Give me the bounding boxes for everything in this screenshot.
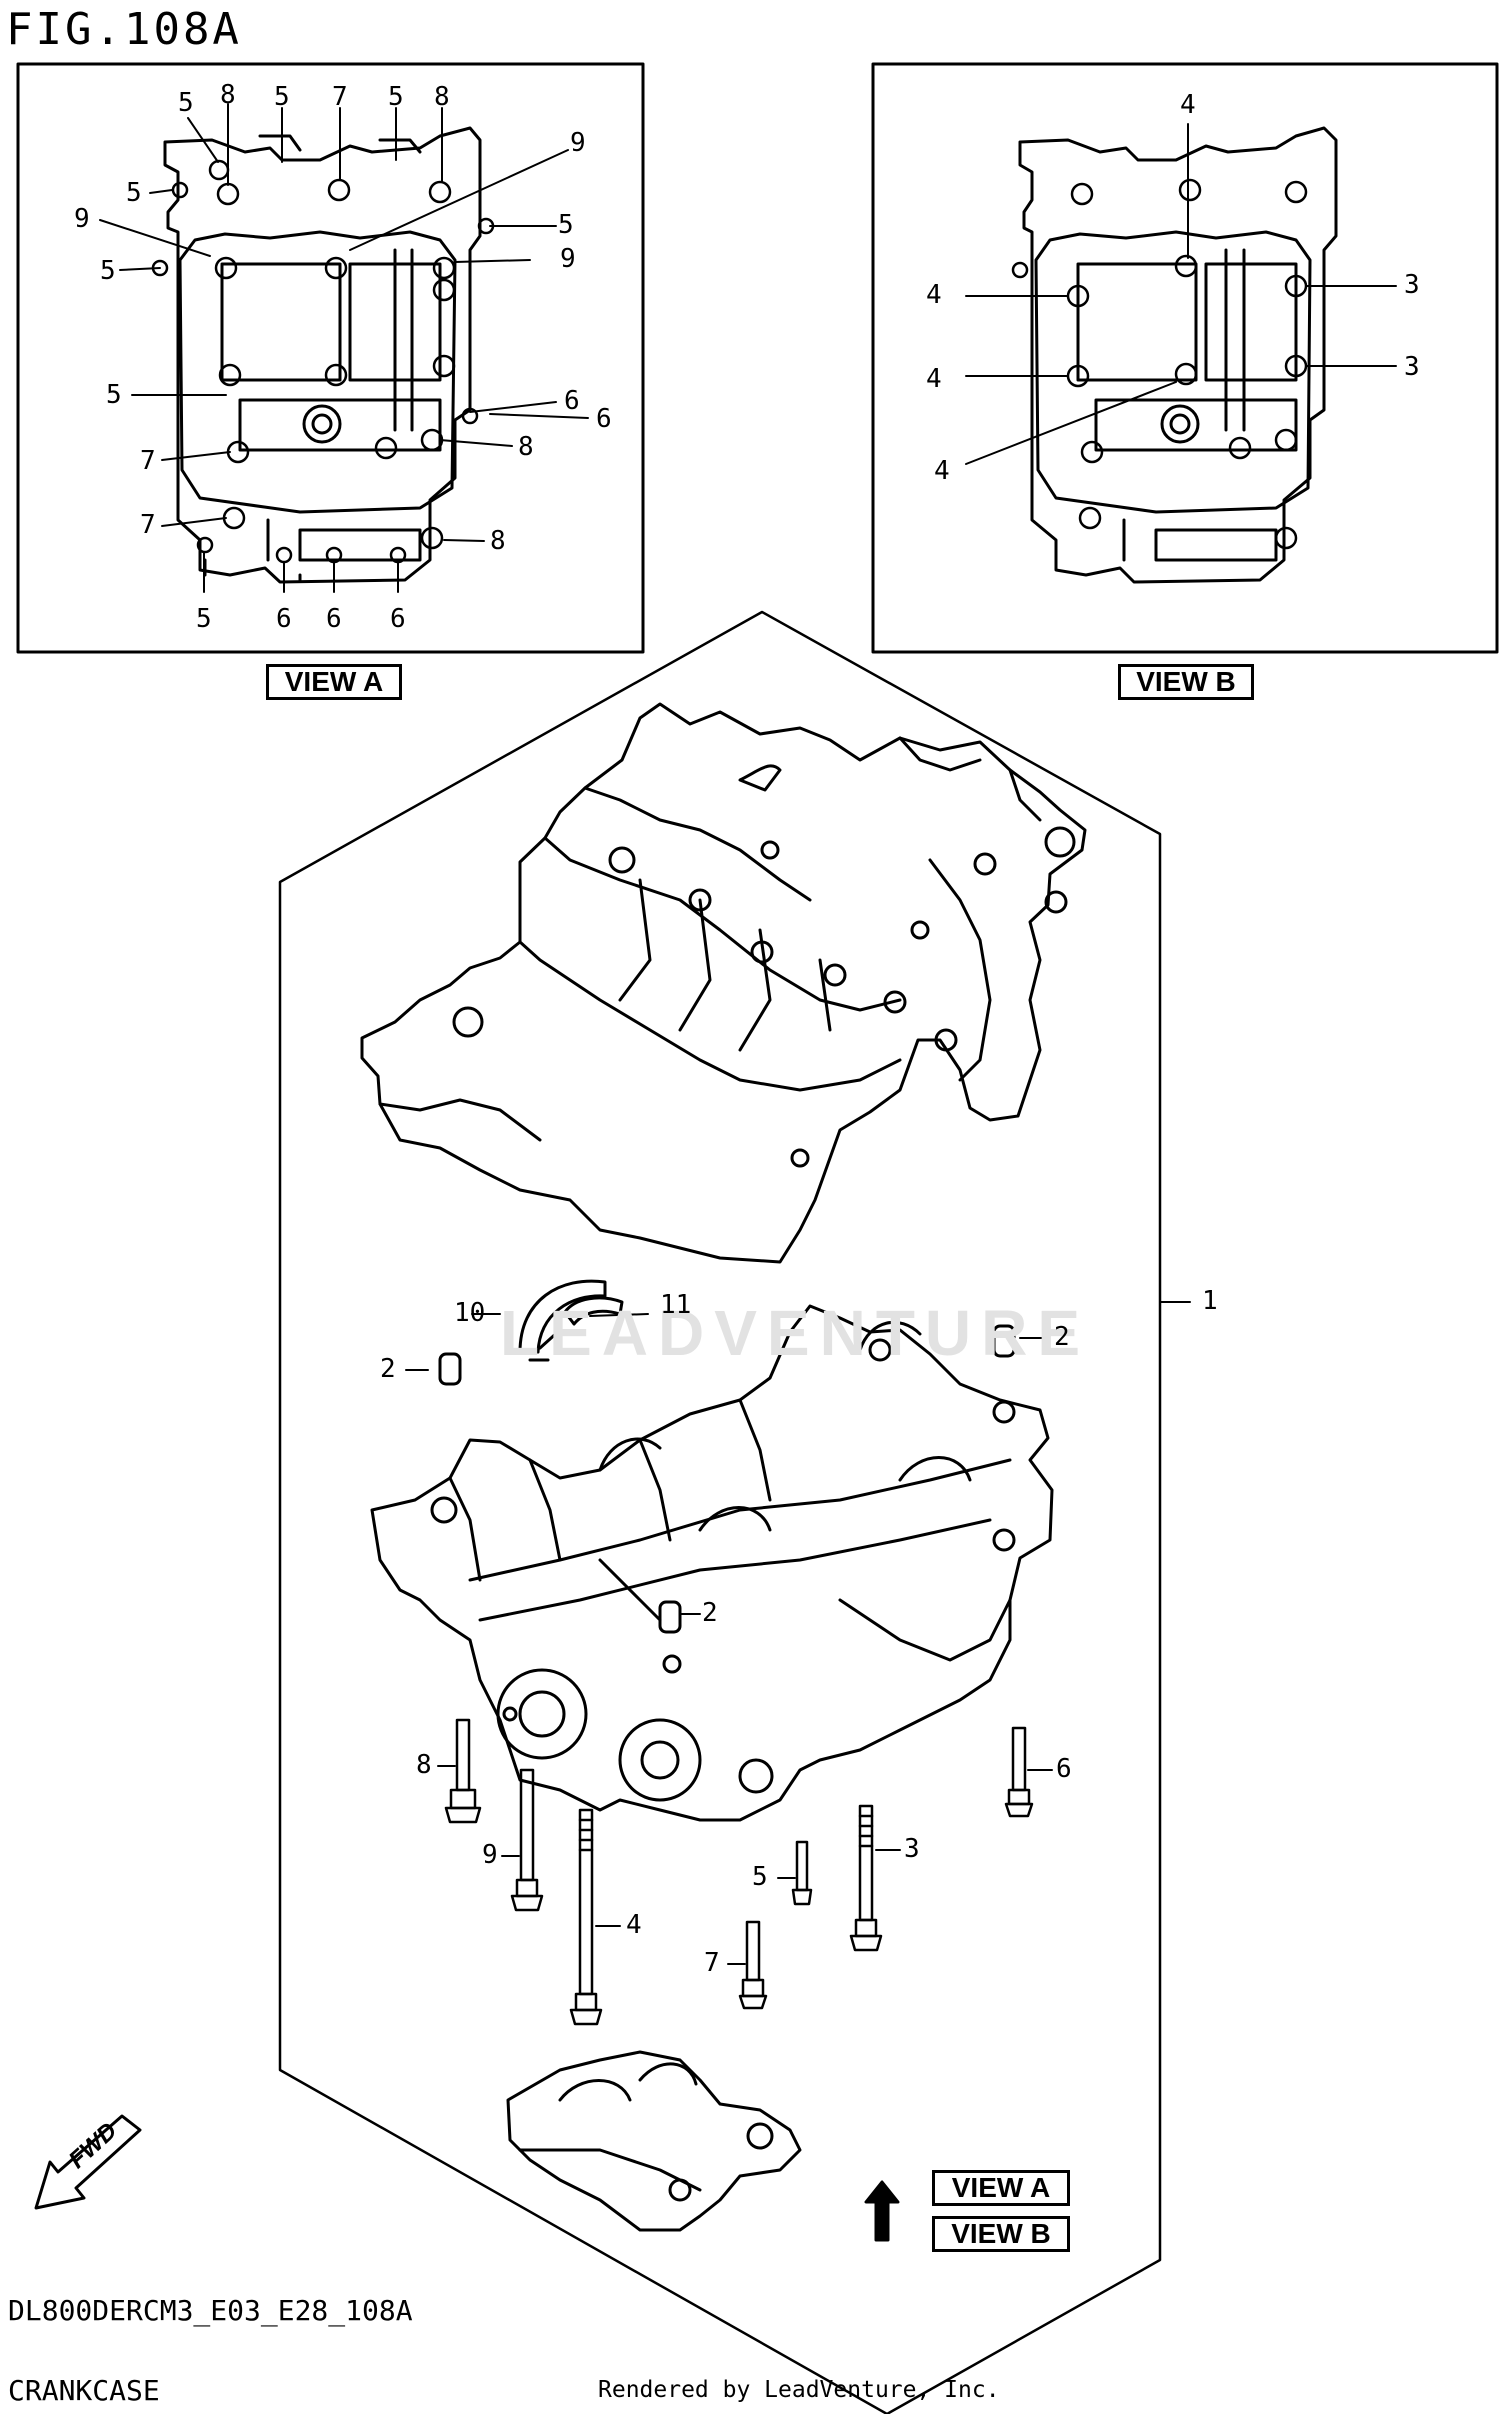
bearing-shells [518, 1279, 624, 1362]
callout: 7 [704, 1948, 720, 1978]
view-b-leaders [965, 123, 1397, 465]
callout: 5 [100, 256, 116, 286]
callout: 8 [434, 82, 450, 112]
callout: 3 [904, 1834, 920, 1864]
view-a-crankcase [163, 126, 482, 584]
callout: 2 [380, 1354, 396, 1384]
callout: 5 [178, 88, 194, 118]
crankcase-bolts [444, 1718, 1034, 2026]
callout: 8 [416, 1750, 432, 1780]
figure-name: CRANKCASE [8, 2374, 160, 2407]
view-a-bottom-tag: VIEW A [932, 2170, 1070, 2206]
watermark: LEADVENTURE [500, 1297, 1091, 1369]
up-arrow-icon [864, 2180, 900, 2242]
callout: 4 [934, 456, 950, 486]
callout: 6 [326, 604, 342, 634]
callout: 9 [560, 244, 576, 274]
view-b-crankcase [1018, 126, 1338, 584]
callout: 5 [274, 82, 290, 112]
callout: 1 [1202, 1286, 1218, 1316]
callout: 6 [276, 604, 292, 634]
callout: 9 [482, 1840, 498, 1870]
view-b-bottom-tag: VIEW B [932, 2216, 1070, 2252]
callout: 4 [926, 280, 942, 310]
assembly-boundary [278, 610, 1162, 2414]
callout: 6 [390, 604, 406, 634]
callout: 7 [332, 82, 348, 112]
view-a-bolts [151, 159, 495, 564]
callout: 5 [388, 82, 404, 112]
callout: 7 [140, 446, 156, 476]
callout: 6 [1056, 1754, 1072, 1784]
callout: 8 [490, 526, 506, 556]
callout: 9 [570, 128, 586, 158]
view-a-tag: VIEW A [266, 664, 402, 700]
upper-crankcase [360, 702, 1087, 1264]
figure-title: FIG.108A [6, 4, 242, 55]
view-a-leaders [99, 103, 589, 593]
main-leaders [405, 1301, 1191, 1965]
view-b-tag: VIEW B [1118, 664, 1254, 700]
callout: 4 [1180, 90, 1196, 120]
lower-crankcase [370, 1304, 1054, 1822]
callout: 2 [1054, 1322, 1070, 1352]
fwd-arrow-icon [34, 2114, 142, 2210]
callout: 3 [1404, 352, 1420, 382]
callout: 5 [196, 604, 212, 634]
callout: 5 [752, 1862, 768, 1892]
callout: 5 [126, 178, 142, 208]
view-b-frame [871, 62, 1499, 654]
figure-code: DL800DERCM3_E03_E28_108A [8, 2294, 413, 2327]
callout: 11 [660, 1290, 692, 1320]
render-credit: Rendered by LeadVenture, Inc. [598, 2377, 1000, 2403]
callout: 10 [454, 1298, 486, 1328]
callout: 8 [518, 432, 534, 462]
callout: 7 [140, 510, 156, 540]
view-a-frame [16, 62, 645, 654]
callout: 5 [558, 210, 574, 240]
callout: 4 [626, 1910, 642, 1940]
callout: 4 [926, 364, 942, 394]
crank-bearing-cap [506, 2050, 802, 2232]
callout: 2 [702, 1598, 718, 1628]
view-b-bolts [1011, 178, 1308, 550]
dowel-pins [438, 1324, 1016, 1634]
callout: 3 [1404, 270, 1420, 300]
callout: 6 [596, 404, 612, 434]
callout: 8 [220, 80, 236, 110]
callout: 9 [74, 204, 90, 234]
callout: 6 [564, 386, 580, 416]
callout: 5 [106, 380, 122, 410]
